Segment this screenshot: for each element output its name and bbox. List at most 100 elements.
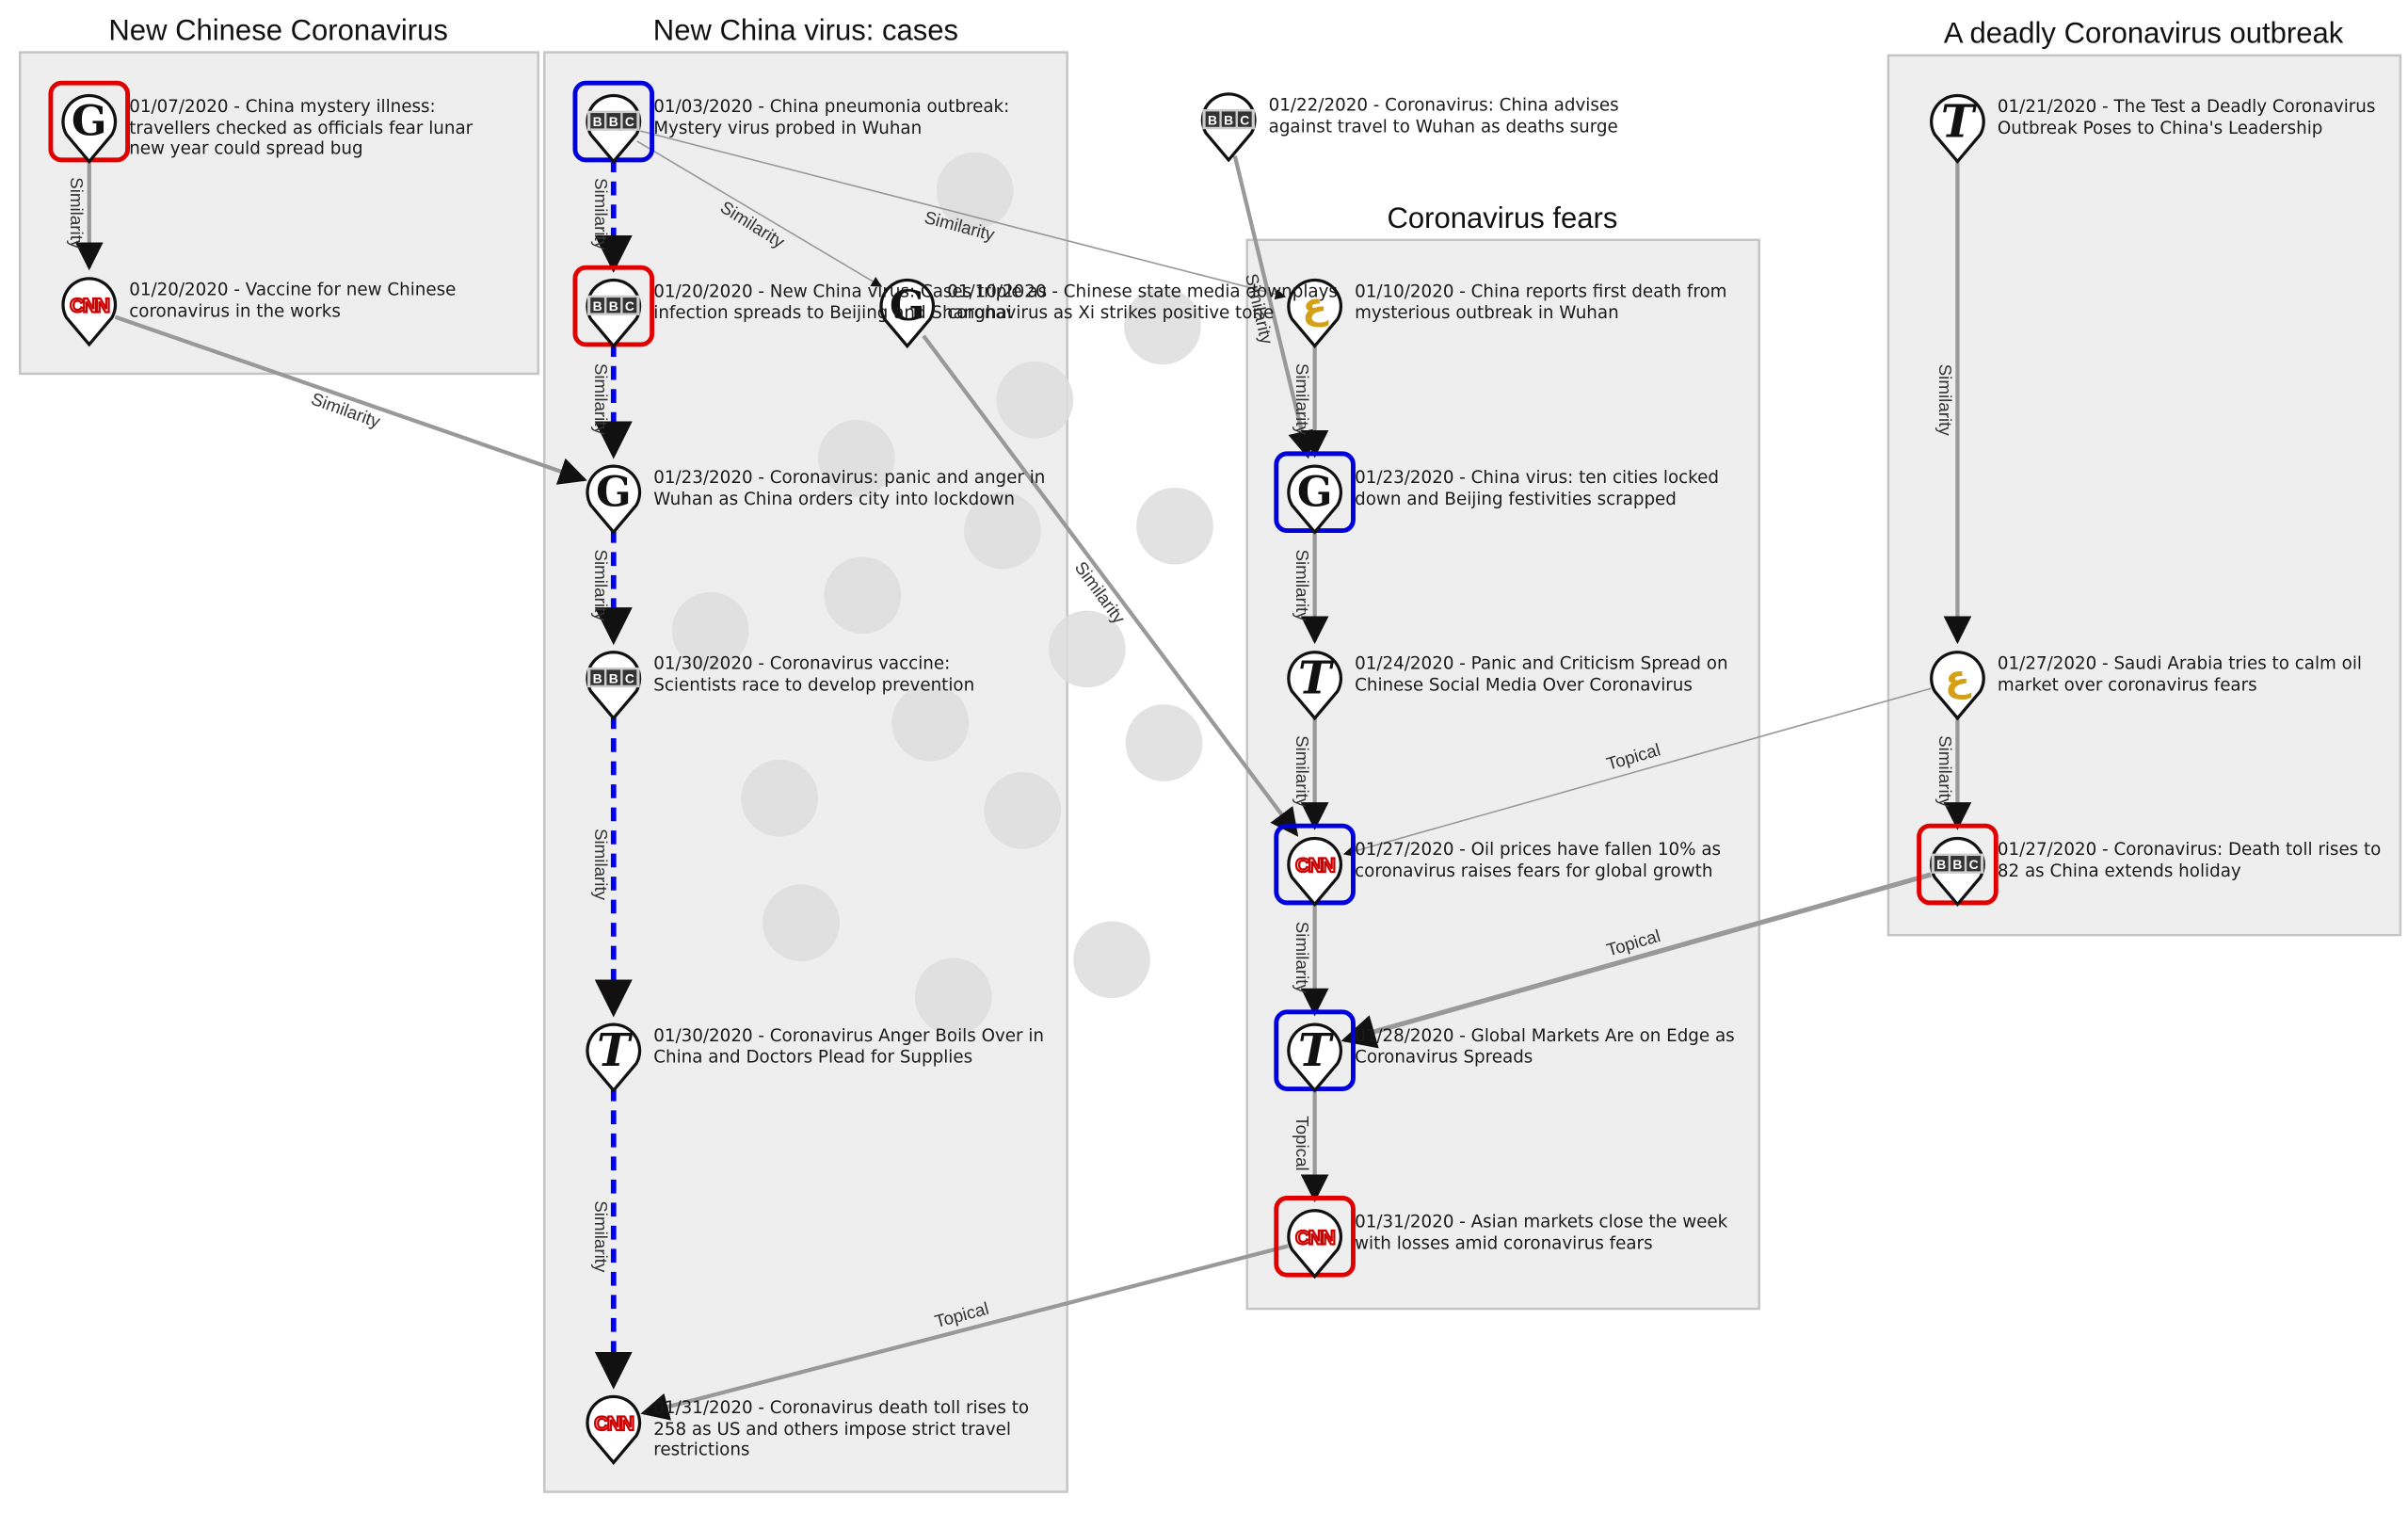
cnn-icon: CNN (1295, 1228, 1334, 1249)
edge-label: Similarity (1935, 364, 1955, 437)
article-node-guardian[interactable]: G (48, 80, 131, 165)
article-label[interactable]: 01/10/2020 - China reports first death f… (1355, 281, 1727, 323)
edge-n16-n8[interactable] (640, 1244, 1289, 1421)
article-label[interactable]: 01/07/2020 - China mystery illness: trav… (129, 96, 474, 159)
article-label[interactable]: 01/21/2020 - The Test a Deadly Coronavir… (1997, 96, 2376, 138)
edge-label: Similarity (591, 1200, 611, 1273)
svg-text:C: C (1240, 112, 1249, 127)
svg-text:C: C (625, 298, 634, 314)
edge-label: Similarity (591, 549, 611, 621)
cluster-layer (19, 51, 2402, 1493)
aljazeera-icon: ع (1302, 285, 1329, 328)
edge-n9-n14[interactable] (922, 334, 1299, 837)
article-node-cnn[interactable]: CNN (61, 277, 118, 347)
guardian-icon: G (596, 468, 632, 516)
background-bubble (763, 884, 840, 961)
background-bubble (818, 419, 895, 497)
edge-n10-n12[interactable] (1232, 155, 1316, 459)
svg-text:C: C (625, 670, 634, 685)
article-label[interactable]: 01/31/2020 - Coronavirus death toll rise… (653, 1397, 1030, 1460)
background-bubble (671, 591, 749, 669)
map-pin-icon (1287, 1022, 1343, 1093)
article-label[interactable]: 01/27/2020 - Coronavirus: Death toll ris… (1997, 839, 2382, 881)
svg-text:B: B (593, 114, 602, 129)
edge-n3-n11[interactable] (639, 130, 1287, 300)
article-node-nyt[interactable]: T (586, 1022, 642, 1093)
article-node-nyt[interactable]: T (1930, 93, 1985, 165)
edge-label: Similarity (67, 177, 87, 249)
edge-n3-n9[interactable] (636, 140, 883, 287)
nyt-icon: T (597, 1025, 634, 1077)
article-node-guardian[interactable]: G (1274, 451, 1356, 535)
svg-text:B: B (609, 114, 618, 129)
article-label[interactable]: 01/03/2020 - China pneumonia outbreak: M… (653, 96, 1010, 138)
article-node-aljazeera[interactable]: ع (1287, 278, 1343, 349)
map-pin-icon (61, 277, 118, 347)
map-pin-icon (1287, 278, 1343, 349)
edge-label: Similarity (1292, 922, 1312, 994)
nyt-icon: T (1298, 653, 1335, 705)
nyt-icon: T (1298, 1025, 1335, 1077)
article-node-cnn[interactable]: CNN (1274, 1196, 1356, 1280)
svg-text:B: B (1208, 112, 1217, 127)
svg-text:B: B (609, 298, 618, 314)
background-bubble (1125, 704, 1203, 781)
cnn-icon: CNN (70, 296, 108, 317)
edge-n19-n15[interactable] (1340, 872, 1932, 1049)
svg-text:B: B (1224, 112, 1233, 127)
article-node-guardian[interactable]: G (879, 278, 936, 349)
article-label[interactable]: 01/24/2020 - Panic and Criticism Spread … (1355, 653, 1728, 695)
background-bubble (1049, 610, 1126, 688)
background-bubble (964, 491, 1041, 570)
background-bubble (741, 759, 819, 837)
article-label[interactable]: 01/27/2020 - Saudi Arabia tries to calm … (1997, 653, 2363, 695)
svg-text:B: B (593, 298, 602, 314)
cluster-box-c3 (1245, 238, 1760, 1311)
article-label[interactable]: 01/22/2020 - Coronavirus: China advises … (1268, 95, 1619, 137)
svg-text:B: B (593, 670, 602, 685)
background-bubble (914, 958, 992, 1036)
article-label[interactable]: 01/20/2020 - Vaccine for new Chinese cor… (129, 280, 457, 321)
article-label[interactable]: 01/31/2020 - Asian markets close the wee… (1355, 1212, 1728, 1253)
background-bubble (1136, 487, 1213, 565)
background-bubble (891, 684, 970, 762)
edge-label: Similarity (591, 178, 611, 250)
svg-text:B: B (1952, 857, 1962, 872)
article-node-guardian[interactable]: G (586, 464, 642, 535)
article-label[interactable]: 01/23/2020 - Coronavirus: panic and ange… (653, 467, 1046, 509)
article-node-aljazeera[interactable]: ع (1930, 651, 1985, 721)
edge-n18-n14[interactable] (1342, 687, 1932, 857)
article-label[interactable]: 01/10/2020 - Chinese state media downpla… (947, 281, 1338, 323)
guardian-icon: G (72, 98, 107, 146)
aljazeera-icon: ع (1945, 657, 1972, 700)
article-node-cnn[interactable]: CNN (1274, 823, 1356, 908)
cnn-icon: CNN (594, 1413, 633, 1435)
article-label[interactable]: 01/30/2020 - Coronavirus Anger Boils Ove… (653, 1025, 1044, 1067)
svg-text:B: B (609, 670, 618, 685)
article-node-cnn[interactable]: CNN (586, 1394, 642, 1465)
article-label[interactable]: 01/27/2020 - Oil prices have fallen 10% … (1355, 839, 1722, 881)
background-bubble (996, 361, 1074, 439)
svg-text:B: B (1936, 857, 1946, 872)
article-label[interactable]: 01/20/2020 - New China virus: Cases trip… (653, 281, 1048, 323)
guardian-icon: G (1297, 468, 1333, 516)
map-pin-icon (1930, 651, 1985, 721)
edge-n2-n5[interactable] (114, 314, 587, 485)
article-label[interactable]: 01/30/2020 - Coronavirus vaccine: Scient… (653, 653, 975, 695)
article-label[interactable]: 01/28/2020 - Global Markets Are on Edge … (1355, 1025, 1735, 1067)
article-label[interactable]: 01/23/2020 - China virus: ten cities loc… (1355, 467, 1719, 509)
map-pin-icon (1287, 464, 1343, 535)
article-node-nyt[interactable]: T (1274, 1009, 1356, 1093)
nyt-icon: T (1941, 96, 1978, 148)
article-node-nyt[interactable]: T (1287, 651, 1343, 721)
